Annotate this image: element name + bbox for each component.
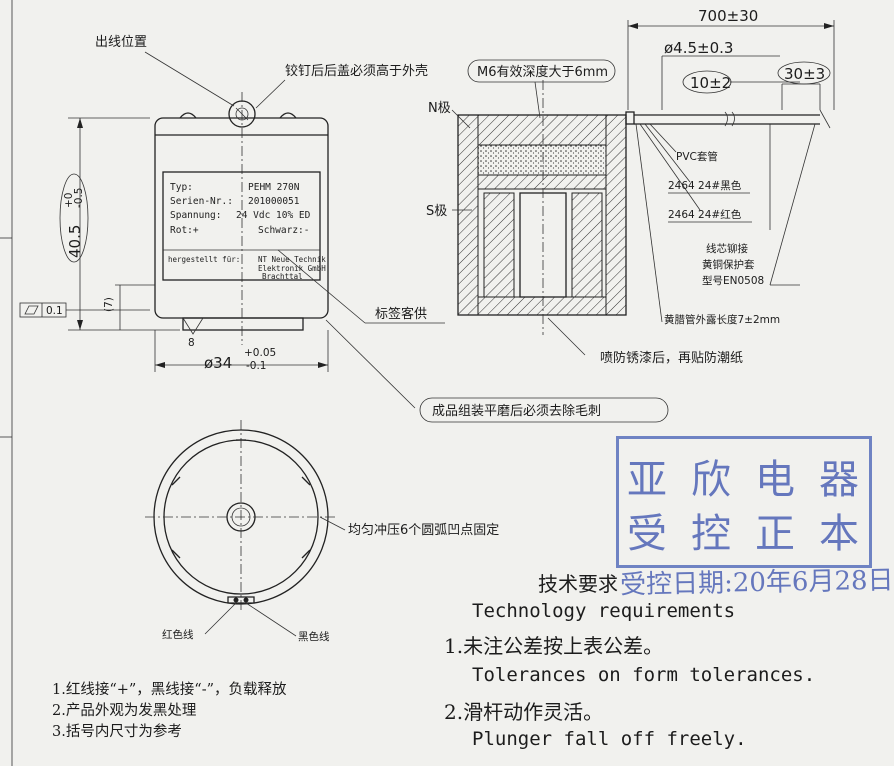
anti-rust-callout: 喷防锈漆后，再贴防潮纸 bbox=[600, 350, 743, 366]
stamp-char: 亚 bbox=[627, 457, 669, 503]
serien-value: 201000051 bbox=[248, 196, 300, 207]
n-pole-label: N极 bbox=[428, 101, 451, 116]
black-wire-label: 2464 24#黑色 bbox=[668, 179, 742, 192]
stamp-char: 本 bbox=[819, 511, 861, 557]
rot-label: Rot:+ bbox=[170, 225, 199, 236]
serien-label: Serien-Nr.: bbox=[170, 196, 233, 207]
black-lead-label: 黑色线 bbox=[298, 630, 330, 643]
maker-left: hergestellt für: bbox=[168, 255, 240, 264]
crimp-line3: 型号EN0508 bbox=[702, 274, 764, 287]
typ-value: PEHM 270N bbox=[248, 182, 300, 193]
crimp-line2: 黄铜保护套 bbox=[702, 258, 755, 271]
spannung-value: 24 Vdc 10% ED bbox=[236, 210, 311, 221]
date-label: 受控日期: bbox=[619, 568, 734, 601]
note-item: 3.括号内尺寸为参考 bbox=[52, 724, 182, 740]
deburr-callout: 成品组装平磨后必须去除毛刺 bbox=[432, 404, 601, 419]
stamp-char: 欣 bbox=[691, 457, 733, 503]
note-item: 2.产品外观为发黑处理 bbox=[52, 703, 197, 719]
press-points-callout: 均匀冲压6个圆弧凹点固定 bbox=[348, 523, 499, 538]
crimp-line1: 线芯铆接 bbox=[706, 242, 748, 255]
notes-list: 1.红线接“+”，黑线接“-”，负载释放 2.产品外观为发黑处理 3.括号内尺寸… bbox=[52, 680, 287, 743]
note-item: 1.红线接“+”，黑线接“-”，负载释放 bbox=[52, 682, 287, 698]
typ-label: Typ: bbox=[170, 182, 193, 193]
wire-diameter-dim: ø4.5±0.3 bbox=[664, 39, 733, 57]
stamp-char: 电 bbox=[755, 457, 797, 503]
ref-7-dim: (7) bbox=[103, 297, 115, 312]
tech-title-en: Technology requirements bbox=[472, 600, 736, 622]
spannung-label: Spannung: bbox=[170, 210, 221, 221]
od-tol-upper: +0.05 bbox=[244, 347, 276, 359]
s-pole-label: S极 bbox=[426, 204, 447, 219]
tech-item2-en: Plunger fall off freely. bbox=[472, 728, 747, 750]
stamp-char: 正 bbox=[755, 511, 797, 557]
height-tol-lower: -0.5 bbox=[73, 188, 85, 209]
maker-right-3: Brachttal bbox=[262, 272, 303, 281]
od-tol-lower: -0.1 bbox=[246, 360, 267, 372]
front-view: Typ: PEHM 270N Serien-Nr.: 201000051 Spa… bbox=[19, 92, 329, 372]
wire-lead: 700±30 ø4.5±0.3 10±2 30±3 PVC套管 2464 24#… bbox=[625, 7, 835, 326]
date-value: 20年6月28日 bbox=[732, 565, 894, 599]
bottom-view: 均匀冲压6个圆弧凹点固定 红色线 黑色线 bbox=[145, 420, 499, 643]
stamp-char: 器 bbox=[819, 457, 861, 503]
label-supplied-callout: 标签客供 bbox=[375, 306, 427, 322]
rivet-cap-callout: 铰钉后后盖必须高于外壳 bbox=[285, 63, 428, 79]
wire-exit-callout: 出线位置 bbox=[95, 35, 147, 50]
total-length-dim: 700±30 bbox=[698, 7, 758, 25]
maker-right-2: Elektronik GmbH bbox=[258, 264, 326, 273]
schwarz-label: Schwarz:- bbox=[258, 225, 309, 236]
control-stamp: 亚 欣 电 器 受 控 正 本 bbox=[616, 436, 872, 568]
pvc-sleeve-label: PVC套管 bbox=[676, 150, 718, 163]
strip-10-dim: 10±2 bbox=[690, 74, 731, 92]
roughness: 8 bbox=[188, 337, 195, 349]
stamp-char: 控 bbox=[691, 511, 733, 557]
control-date: 受控日期:20年6月28日 bbox=[620, 560, 894, 602]
tech-title-cn: 技术要求 bbox=[538, 572, 618, 596]
technical-drawing: Typ: PEHM 270N Serien-Nr.: 201000051 Spa… bbox=[0, 0, 835, 766]
m6-depth-callout: M6有效深度大于6mm bbox=[477, 64, 608, 80]
height-tol-upper: +0 bbox=[63, 193, 75, 208]
red-lead-label: 红色线 bbox=[162, 628, 194, 641]
wax-tube-label: 黄腊管外露长度7±2mm bbox=[664, 313, 780, 326]
tech-item2-cn: 2.滑杆动作灵活。 bbox=[444, 700, 604, 724]
height-dim: 40.5 bbox=[66, 225, 84, 258]
strip-30-dim: 30±3 bbox=[784, 65, 825, 83]
maker-right-1: NT Neue Technik bbox=[258, 255, 326, 264]
section-view: N极 S极 M6有效深度大于6mm 喷防锈漆后，再贴防潮纸 bbox=[426, 59, 743, 366]
red-wire-label: 2464 24#红色 bbox=[668, 208, 742, 221]
tech-item1-en: Tolerances on form tolerances. bbox=[472, 664, 816, 686]
od-dim: ø34 bbox=[204, 354, 232, 372]
flatness-value: 0.1 bbox=[46, 305, 63, 317]
stamp-char: 受 bbox=[627, 511, 669, 557]
tech-item1-cn: 1.未注公差按上表公差。 bbox=[444, 634, 664, 658]
